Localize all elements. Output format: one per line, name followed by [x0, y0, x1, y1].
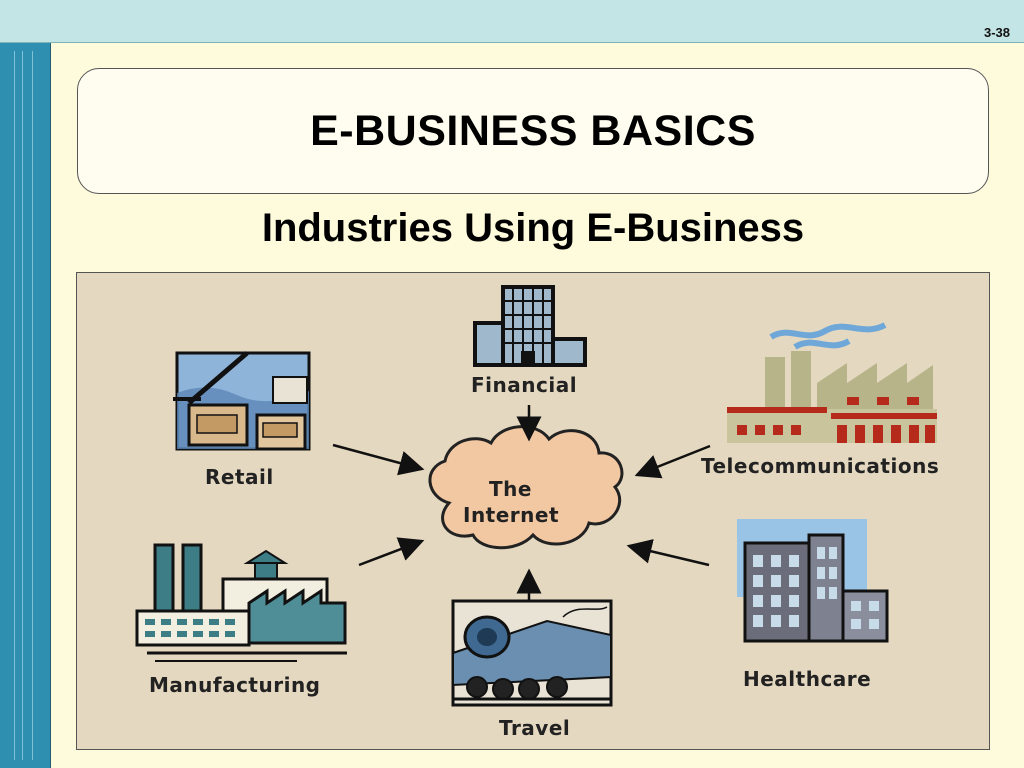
slide-subtitle: Industries Using E-Business	[261, 206, 805, 250]
side-bar-stripe	[14, 51, 15, 760]
financial-label: Financial	[471, 373, 578, 397]
telecommunications-label: Telecommunications	[701, 454, 940, 478]
travel-train-icon	[451, 599, 613, 707]
healthcare-building-icon	[737, 519, 889, 643]
financial-building-icon	[473, 285, 587, 367]
internet-label-line1: The	[489, 477, 532, 501]
side-bar	[0, 43, 51, 768]
arrow-manufacturing	[358, 537, 425, 567]
industries-diagram: The Internet Financial Retail Telecommun…	[76, 272, 990, 750]
retail-shipping-icon	[173, 351, 311, 451]
retail-label: Retail	[205, 465, 274, 489]
travel-label: Travel	[499, 716, 571, 740]
arrow-telecommunications	[634, 444, 711, 479]
internet-label-line2: Internet	[463, 503, 560, 527]
arrow-healthcare	[626, 539, 710, 567]
side-bar-stripe	[32, 51, 33, 760]
manufacturing-factory-icon	[135, 543, 347, 662]
internet-cloud-icon	[428, 425, 624, 550]
diagram-graphics	[135, 285, 937, 707]
telecommunications-factory-icon	[727, 322, 937, 443]
side-bar-stripe	[22, 51, 23, 760]
healthcare-label: Healthcare	[743, 667, 872, 691]
slide-number: 3-38	[983, 25, 1010, 40]
manufacturing-label: Manufacturing	[149, 673, 321, 697]
arrows	[332, 405, 711, 603]
top-bar: 3-38	[0, 0, 1024, 43]
title-box: E-BUSINESS BASICS	[77, 68, 989, 194]
slide-title: E-BUSINESS BASICS	[310, 106, 756, 155]
arrow-retail	[332, 443, 425, 476]
